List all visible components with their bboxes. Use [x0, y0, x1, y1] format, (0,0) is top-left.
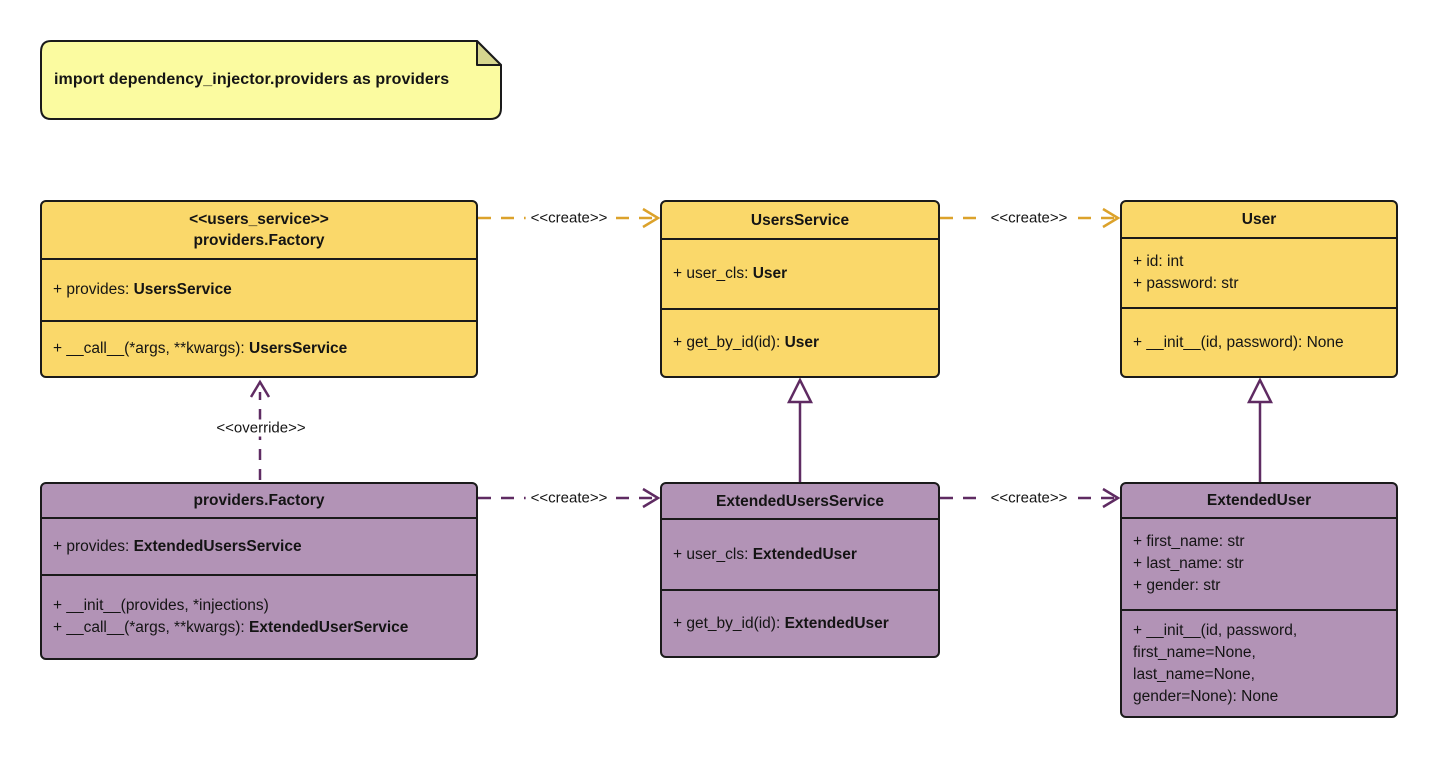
- arrowhead-icon: [1102, 487, 1121, 509]
- edge-label-create-4: <<create>>: [985, 489, 1073, 507]
- member-text: first_name=None,: [1133, 643, 1256, 661]
- class-header: <<users_service>> providers.Factory: [42, 202, 476, 260]
- attribute-line: + provides: ExtendedUsersService: [53, 536, 465, 558]
- class-box-users-service: UsersService + user_cls: User + get_by_i…: [660, 200, 940, 378]
- attribute-line: + gender: str: [1133, 575, 1385, 597]
- attributes-section: + provides: ExtendedUsersService: [42, 519, 476, 574]
- method-line: + get_by_id(id): User: [673, 332, 927, 354]
- method-line: + __call__(*args, **kwargs): ExtendedUse…: [53, 617, 465, 639]
- edge-label-create-1: <<create>>: [525, 209, 613, 227]
- member-text: + id: int: [1133, 253, 1184, 270]
- member-type: ExtendedUsersService: [133, 537, 302, 555]
- note-background: [40, 40, 502, 120]
- member-text: + get_by_id(id):: [673, 334, 785, 351]
- attribute-line: + first_name: str: [1133, 531, 1385, 553]
- attributes-section: + provides: UsersService: [42, 260, 476, 320]
- method-line: last_name=None,: [1133, 664, 1385, 686]
- methods-section: + __call__(*args, **kwargs): UsersServic…: [42, 320, 476, 376]
- class-box-users-factory: <<users_service>> providers.Factory + pr…: [40, 200, 478, 378]
- attributes-section: + user_cls: ExtendedUser: [662, 520, 938, 589]
- class-box-extended-user: ExtendedUser + first_name: str + last_na…: [1120, 482, 1398, 718]
- attribute-line: + provides: UsersService: [53, 279, 465, 301]
- methods-section: + get_by_id(id): User: [662, 308, 938, 376]
- member-text: + __init__(id, password,: [1133, 621, 1298, 639]
- attribute-line: + id: int: [1133, 251, 1385, 273]
- edge-label-override: <<override>>: [211, 419, 311, 437]
- methods-section: + get_by_id(id): ExtendedUser: [662, 589, 938, 656]
- arrowhead-icon: [642, 487, 661, 509]
- methods-section: + __init__(provides, *injections) + __ca…: [42, 574, 476, 658]
- member-text: + provides:: [53, 537, 134, 555]
- note-shape: [40, 40, 502, 120]
- inheritance-triangle-icon: [786, 377, 814, 404]
- member-type: UsersService: [133, 281, 232, 298]
- class-header: User: [1122, 202, 1396, 239]
- member-text: + user_cls:: [673, 545, 753, 563]
- member-type: User: [784, 334, 820, 351]
- method-line: + __init__(id, password): None: [1133, 332, 1385, 354]
- method-line: first_name=None,: [1133, 642, 1385, 664]
- member-type: ExtendedUserService: [249, 619, 409, 636]
- member-text: + user_cls:: [673, 265, 753, 282]
- class-name: ExtendedUsersService: [715, 492, 884, 510]
- attributes-section: + first_name: str + last_name: str + gen…: [1122, 519, 1396, 609]
- class-stereotype: <<users_service>>: [189, 211, 329, 228]
- class-header: providers.Factory: [42, 484, 476, 519]
- class-name: providers.Factory: [193, 492, 325, 509]
- method-line: + __init__(id, password,: [1133, 620, 1385, 642]
- class-header: UsersService: [662, 202, 938, 240]
- attribute-line: + user_cls: ExtendedUser: [673, 544, 927, 566]
- member-text: gender=None): None: [1133, 687, 1279, 705]
- arrowhead-icon: [642, 207, 661, 229]
- note-text: import dependency_injector.providers as …: [54, 71, 450, 88]
- method-line: + __init__(provides, *injections): [53, 595, 465, 617]
- class-box-extended-factory: providers.Factory + provides: ExtendedUs…: [40, 482, 478, 660]
- attribute-line: + password: str: [1133, 273, 1385, 295]
- member-text: last_name=None,: [1133, 665, 1255, 683]
- member-text: + password: str: [1133, 275, 1239, 292]
- arrowhead-icon: [249, 379, 271, 398]
- methods-section: + __init__(id, password, first_name=None…: [1122, 609, 1396, 716]
- member-text: + __call__(*args, **kwargs):: [53, 340, 249, 357]
- class-header: ExtendedUsersService: [662, 484, 938, 520]
- arrowhead-icon: [1102, 207, 1121, 229]
- member-text: + gender: str: [1133, 577, 1221, 594]
- class-name: User: [1241, 211, 1277, 228]
- member-text: + provides:: [53, 281, 134, 298]
- class-header: ExtendedUser: [1122, 484, 1396, 519]
- member-text: + get_by_id(id):: [673, 614, 785, 632]
- member-type: ExtendedUser: [784, 614, 889, 632]
- class-box-extended-users-service: ExtendedUsersService + user_cls: Extende…: [660, 482, 940, 658]
- attribute-line: + user_cls: User: [673, 263, 927, 285]
- attributes-section: + user_cls: User: [662, 240, 938, 308]
- class-name: providers.Factory: [193, 232, 325, 249]
- inheritance-triangle-icon: [1246, 377, 1274, 404]
- member-text: + __init__(id, password): None: [1133, 333, 1344, 351]
- edge-label-create-2: <<create>>: [985, 209, 1073, 227]
- class-name: ExtendedUser: [1206, 492, 1312, 509]
- member-type: User: [752, 265, 788, 282]
- note-fold-icon: [476, 40, 502, 66]
- member-type: UsersService: [249, 340, 348, 357]
- attributes-section: + id: int + password: str: [1122, 239, 1396, 307]
- member-text: + __call__(*args, **kwargs):: [53, 619, 249, 636]
- member-type: ExtendedUser: [752, 545, 857, 563]
- class-name: UsersService: [750, 211, 850, 229]
- member-text: + __init__(provides, *injections): [53, 597, 269, 614]
- member-text: + last_name: str: [1133, 555, 1244, 572]
- class-box-user: User + id: int + password: str + __init_…: [1120, 200, 1398, 378]
- method-line: + get_by_id(id): ExtendedUser: [673, 613, 927, 635]
- note: import dependency_injector.providers as …: [40, 40, 502, 120]
- edge-label-create-3: <<create>>: [525, 489, 613, 507]
- member-text: + first_name: str: [1133, 533, 1245, 550]
- methods-section: + __init__(id, password): None: [1122, 307, 1396, 376]
- method-line: gender=None): None: [1133, 686, 1385, 708]
- method-line: + __call__(*args, **kwargs): UsersServic…: [53, 338, 465, 360]
- attribute-line: + last_name: str: [1133, 553, 1385, 575]
